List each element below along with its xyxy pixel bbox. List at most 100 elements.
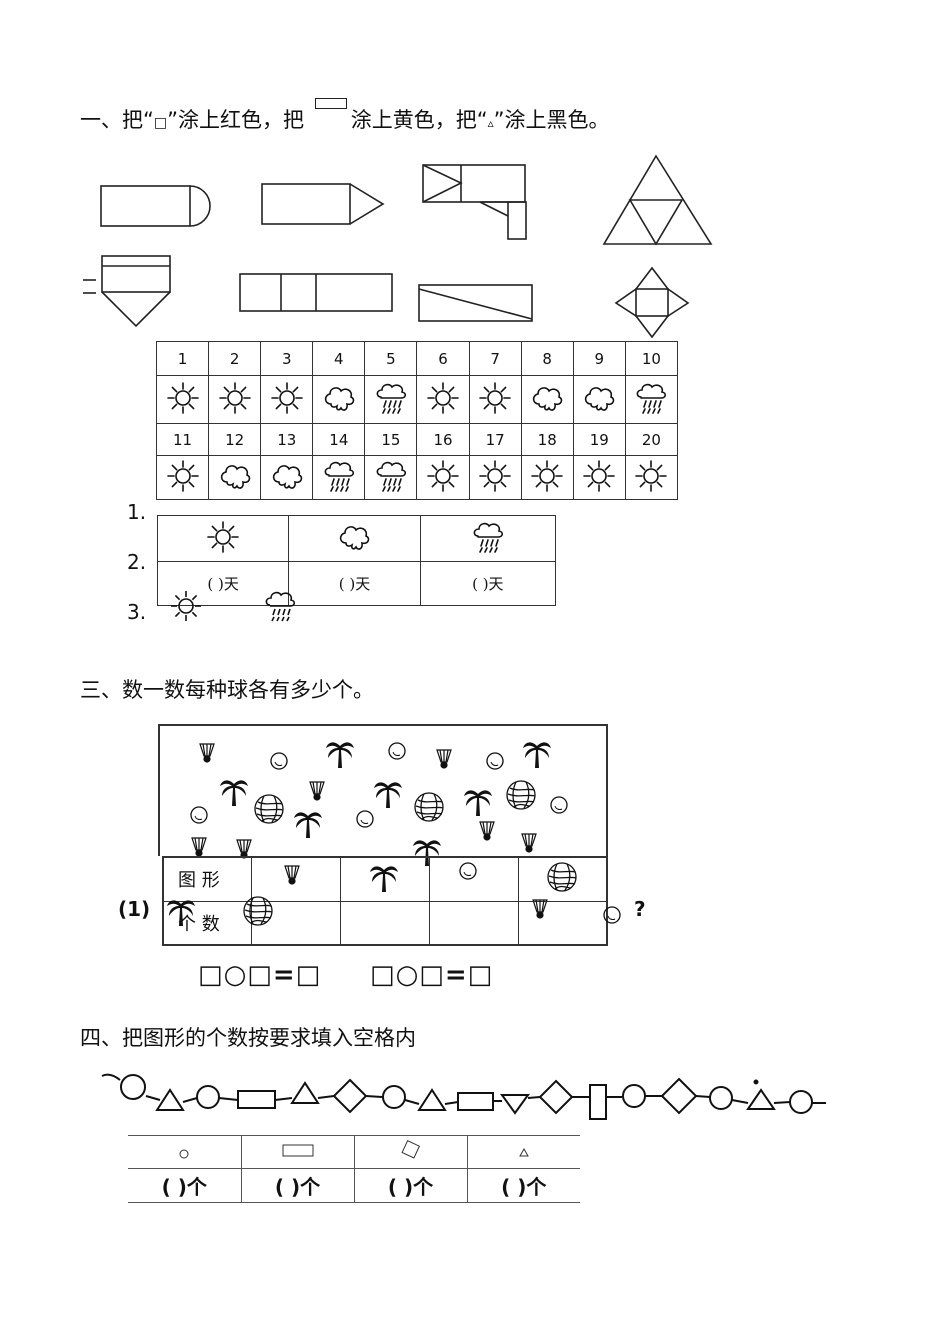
small-ball-icon xyxy=(190,806,208,824)
triangle-shape xyxy=(155,1088,185,1111)
rain-days-answer[interactable]: ( )天 xyxy=(419,561,557,606)
small-ball-icon xyxy=(356,810,374,828)
l-shape-figure xyxy=(422,164,527,240)
shape-icons-row xyxy=(128,1135,580,1169)
cloud-icon xyxy=(581,386,617,420)
day-cell: 3 xyxy=(260,341,314,376)
shuttlecock-icon xyxy=(199,743,215,763)
diamond-icon xyxy=(400,1139,420,1159)
sun-icon xyxy=(165,381,201,420)
question-mark: ? xyxy=(634,897,646,921)
circle-header-cell xyxy=(128,1135,242,1169)
triangle-symbol: ▵ xyxy=(487,116,494,130)
triangle-header-cell xyxy=(466,1135,580,1169)
day-cell: 15 xyxy=(364,423,418,456)
sun-icon xyxy=(581,459,617,498)
diamond-count[interactable]: ( )个 xyxy=(353,1168,468,1203)
shuttlecock-icon xyxy=(309,781,325,801)
striped-ball-cell xyxy=(517,856,608,902)
weather-count-table: ( )天 ( )天 ( )天 xyxy=(156,515,557,606)
circle-shape xyxy=(196,1085,220,1109)
ball-picture-frame xyxy=(158,724,608,856)
rain-cloud-icon xyxy=(633,383,669,420)
circle-icon xyxy=(179,1149,189,1159)
shuttlecock-cell xyxy=(251,856,342,902)
day-cell: 4 xyxy=(312,341,366,376)
diamond-shape xyxy=(538,1079,574,1115)
cloud-icon xyxy=(336,525,372,559)
circle-shape xyxy=(622,1084,646,1108)
day-cell: 8 xyxy=(520,341,574,376)
day-cell: 16 xyxy=(416,423,470,456)
sun-icon xyxy=(425,381,461,420)
q1-text-b: ”涂上红色，把 xyxy=(167,108,305,132)
palm-count[interactable] xyxy=(340,900,430,946)
shuttlecock-icon xyxy=(279,865,313,898)
day-cell: 20 xyxy=(624,423,679,456)
day-cell: 19 xyxy=(572,423,626,456)
overlapping-icons xyxy=(167,896,621,926)
striped-ball-count[interactable] xyxy=(517,900,608,946)
rectangle-with-semicircle-figure xyxy=(100,185,211,227)
day-cell: 10 xyxy=(624,341,679,376)
small-ball-icon xyxy=(603,906,621,924)
day-cell: 2 xyxy=(208,341,262,376)
square-symbol: □ xyxy=(153,115,168,131)
rectangle-count[interactable]: ( )个 xyxy=(240,1168,355,1203)
day-cell: 11 xyxy=(155,423,210,456)
item-label-1: 1. xyxy=(127,500,147,524)
rectangle-header-cell xyxy=(240,1135,355,1169)
striped-ball-icon xyxy=(243,896,273,926)
sun-icon-overlap xyxy=(171,591,201,621)
day-cell: 13 xyxy=(260,423,314,456)
striped-ball-icon xyxy=(254,794,284,824)
equation-1[interactable]: □○□=□ xyxy=(198,960,322,990)
striped-ball-icon xyxy=(414,792,444,822)
triangle-shape xyxy=(746,1088,776,1110)
ball-picture xyxy=(190,742,568,866)
weather-days-row-1: 1 2 3 4 5 6 7 8 9 10 xyxy=(155,341,679,376)
diamond-shape xyxy=(332,1078,368,1114)
cloudy-days-answer[interactable]: ( )天 xyxy=(288,561,421,606)
shuttlecock-icon xyxy=(532,899,548,919)
question-4-heading: 四、把图形的个数按要求填入空格内 xyxy=(80,1026,416,1050)
shuttlecock-icon xyxy=(436,749,452,769)
day-cell: 14 xyxy=(312,423,366,456)
day-cell: 1 xyxy=(155,341,210,376)
small-ball-icon xyxy=(270,752,288,770)
palm-tree-icon xyxy=(374,782,402,808)
palm-tree-icon xyxy=(326,742,354,768)
sun-icon xyxy=(477,459,513,498)
day-cell: 12 xyxy=(208,423,262,456)
circle-count[interactable]: ( )个 xyxy=(128,1168,242,1203)
sun-icon xyxy=(205,520,241,559)
sun-icon xyxy=(217,381,253,420)
circle-shape xyxy=(120,1074,146,1100)
small-ball-count[interactable] xyxy=(428,900,519,946)
sun-icon xyxy=(269,381,305,420)
small-ball-icon xyxy=(550,796,568,814)
triangle-count[interactable]: ( )个 xyxy=(466,1168,580,1203)
item-label-2: 2. xyxy=(127,550,147,574)
equation-2[interactable]: □○□=□ xyxy=(370,960,494,990)
inverted-triangle-shape xyxy=(500,1094,530,1115)
pencil-figure xyxy=(261,183,385,225)
day-cell: 18 xyxy=(520,423,574,456)
cloud-icon xyxy=(217,464,253,498)
item-label-3: 3. xyxy=(127,600,147,624)
triangle-icon xyxy=(518,1147,529,1157)
rectangle-icon xyxy=(314,98,347,109)
q1-text-a: 一、把“ xyxy=(80,108,154,132)
triangle-figure xyxy=(602,154,713,246)
small-ball-icon xyxy=(486,752,504,770)
rectangle-shape xyxy=(457,1092,494,1111)
three-rectangles-figure xyxy=(239,273,393,312)
day-cell: 6 xyxy=(416,341,470,376)
house-figure xyxy=(83,255,171,328)
striped-ball-icon xyxy=(545,862,579,898)
rectangle-shape xyxy=(237,1090,276,1109)
day-cell: 9 xyxy=(572,341,626,376)
triangle-shape xyxy=(290,1081,320,1104)
weather-icons-row-2 xyxy=(155,455,679,500)
sun-icon xyxy=(633,459,669,498)
